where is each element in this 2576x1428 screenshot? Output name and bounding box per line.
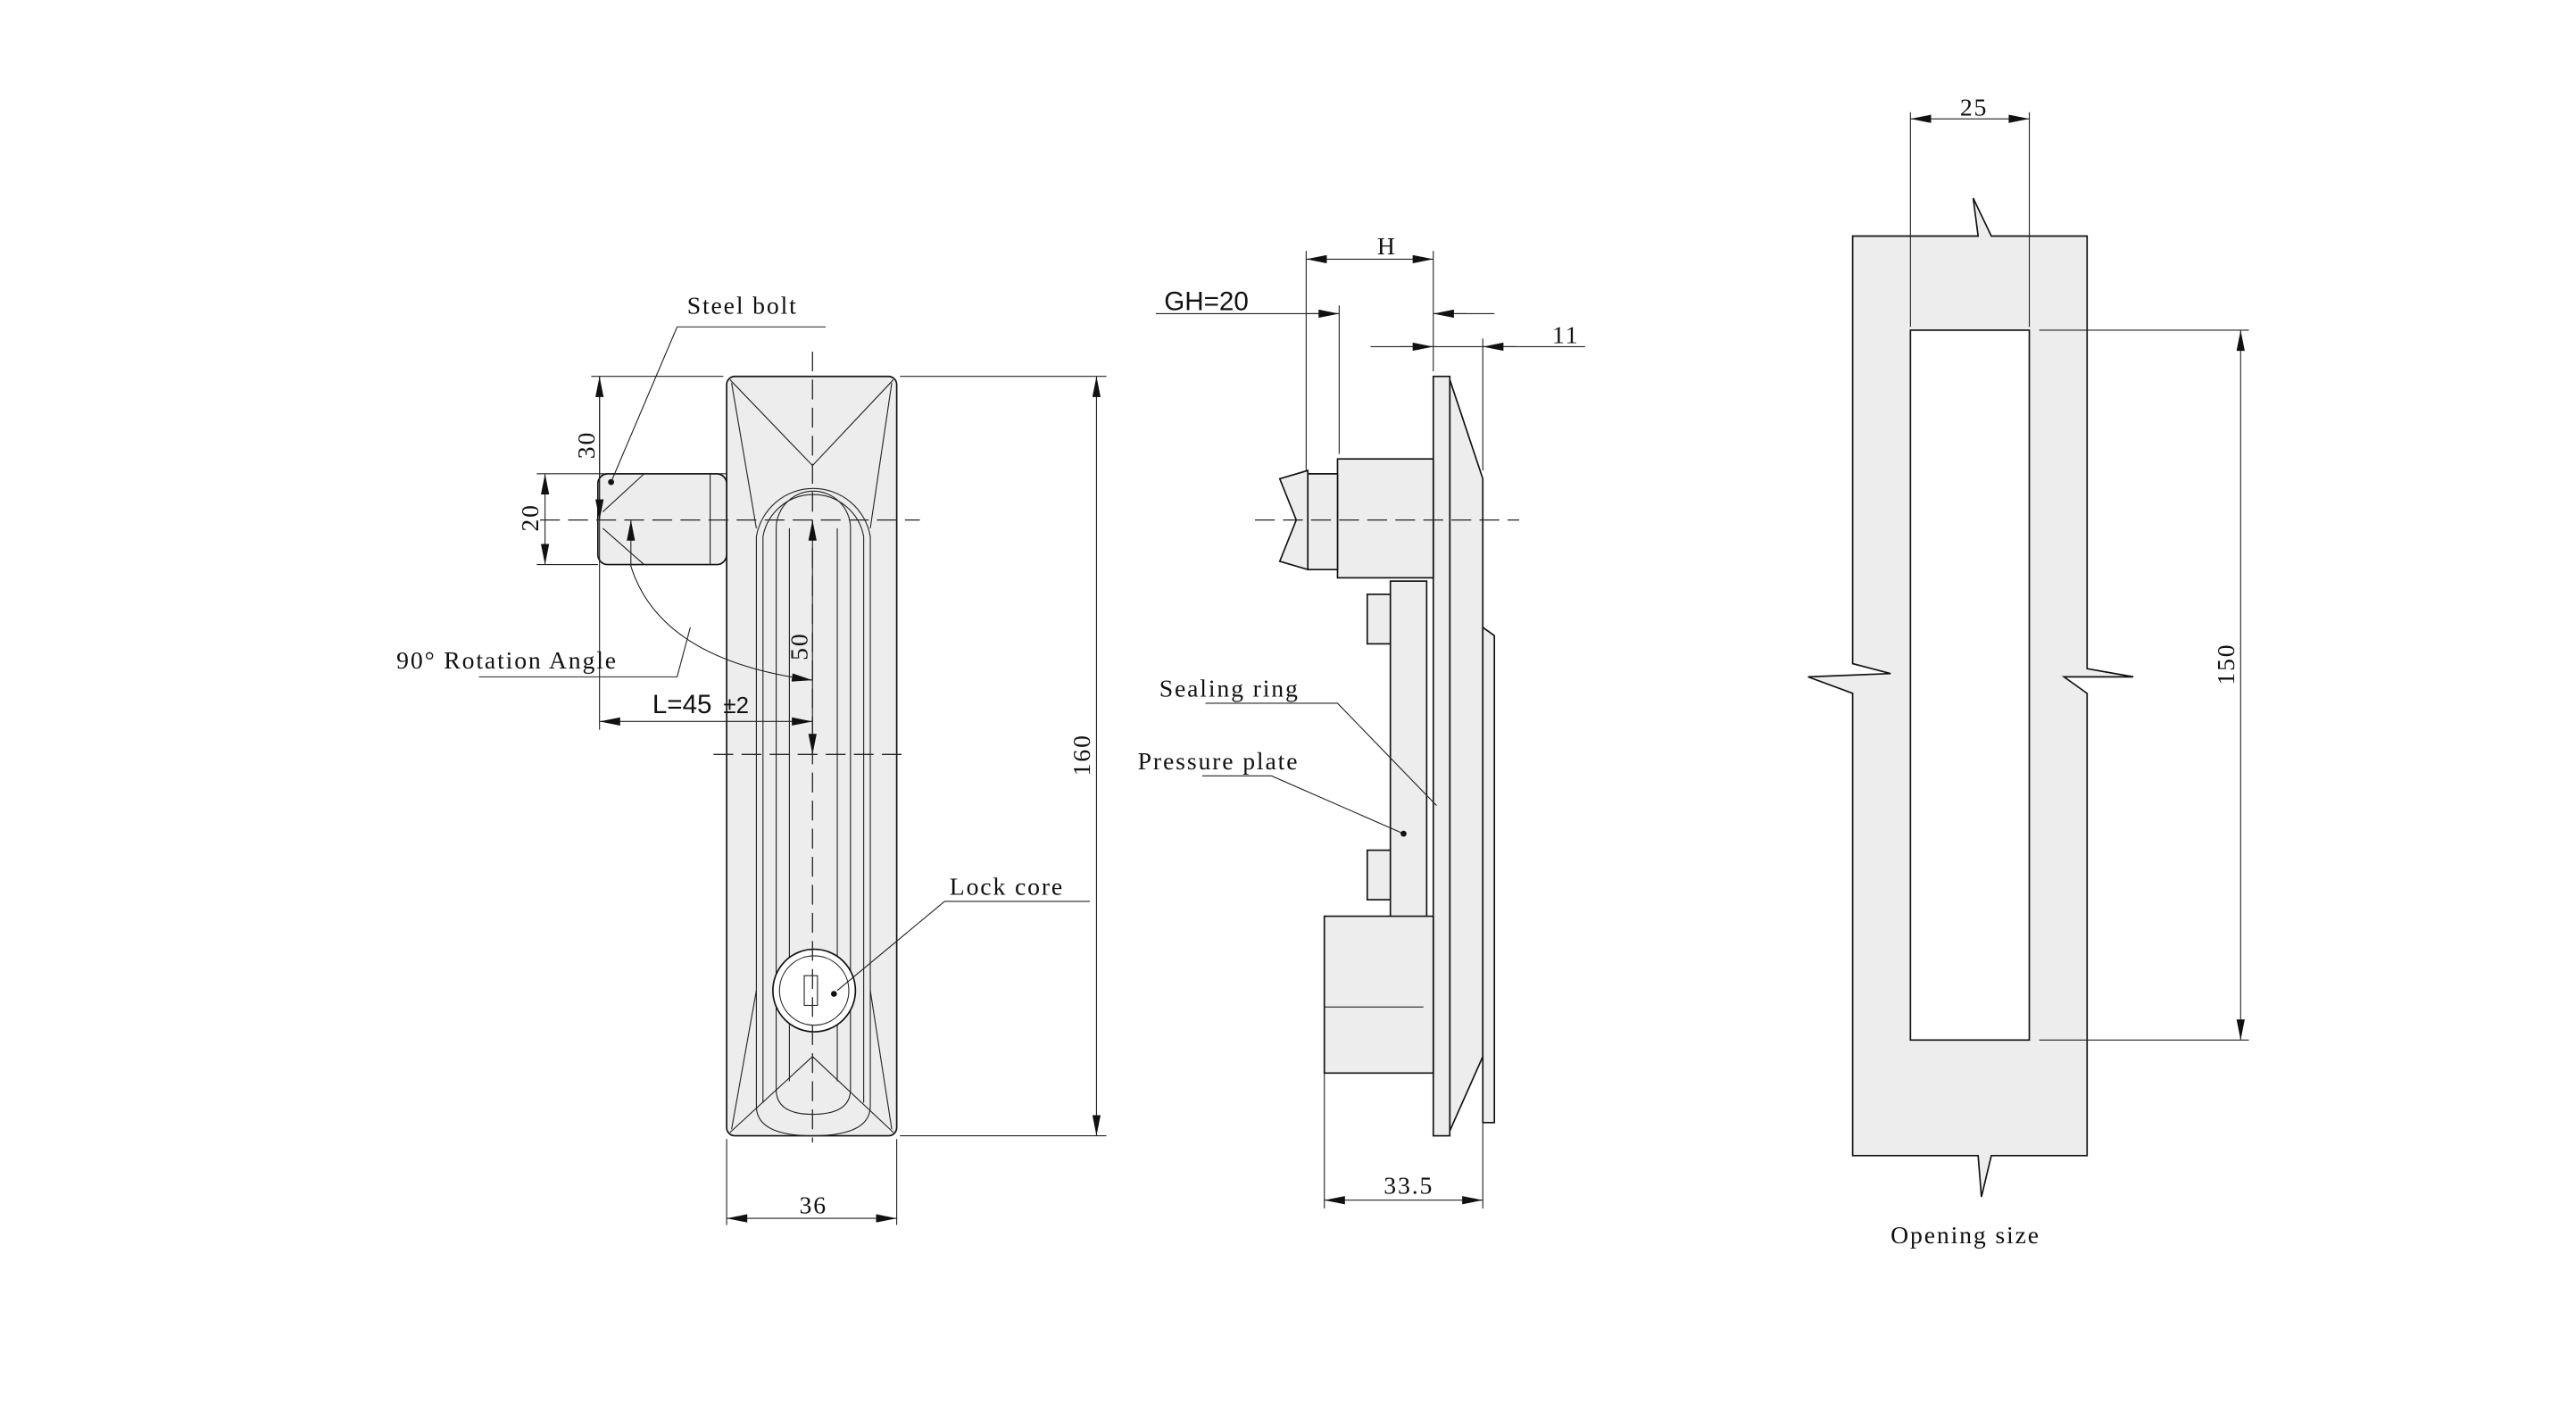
side-view: H GH=20 11 Sealing ring Pressure plate 3…: [1138, 233, 1585, 1208]
length-label: L=45: [652, 690, 712, 719]
steel-bolt-part: [596, 473, 727, 566]
pressure-plate-part: [1389, 580, 1428, 926]
dim-160: 160: [1068, 734, 1096, 776]
handle-grip: [755, 487, 871, 1137]
lock-core-part: [772, 948, 857, 1033]
dim-h: H: [1377, 233, 1397, 261]
opening-size-caption: Opening size: [1890, 1222, 2040, 1250]
dim-20: 20: [517, 503, 544, 531]
bezel: [1449, 379, 1484, 1132]
dim-30: 30: [573, 431, 601, 459]
lock-housing: [1336, 458, 1434, 579]
lock-core-label: Lock core: [950, 874, 1064, 901]
dim-50: 50: [786, 632, 814, 660]
dim-36: 36: [799, 1192, 827, 1220]
dim-33-5: 33.5: [1384, 1172, 1433, 1200]
rotation-angle-label: 90° Rotation Angle: [396, 647, 618, 675]
length-tolerance: ±2: [723, 693, 749, 718]
dim-25: 25: [1960, 94, 1988, 121]
pressure-plate-label: Pressure plate: [1138, 748, 1300, 776]
dim-11: 11: [1552, 322, 1579, 350]
front-view: Steel bolt 90° Rotation Angle L=45 ±2 Lo…: [396, 292, 1107, 1225]
sealing-ring-label: Sealing ring: [1159, 676, 1300, 703]
opening-view: 25 150 Opening size: [1807, 94, 2249, 1250]
gh-label: GH=20: [1164, 287, 1249, 317]
opening-cutout: [1909, 329, 2031, 1042]
steel-bolt-label: Steel bolt: [687, 292, 798, 320]
dim-150: 150: [2213, 643, 2240, 685]
